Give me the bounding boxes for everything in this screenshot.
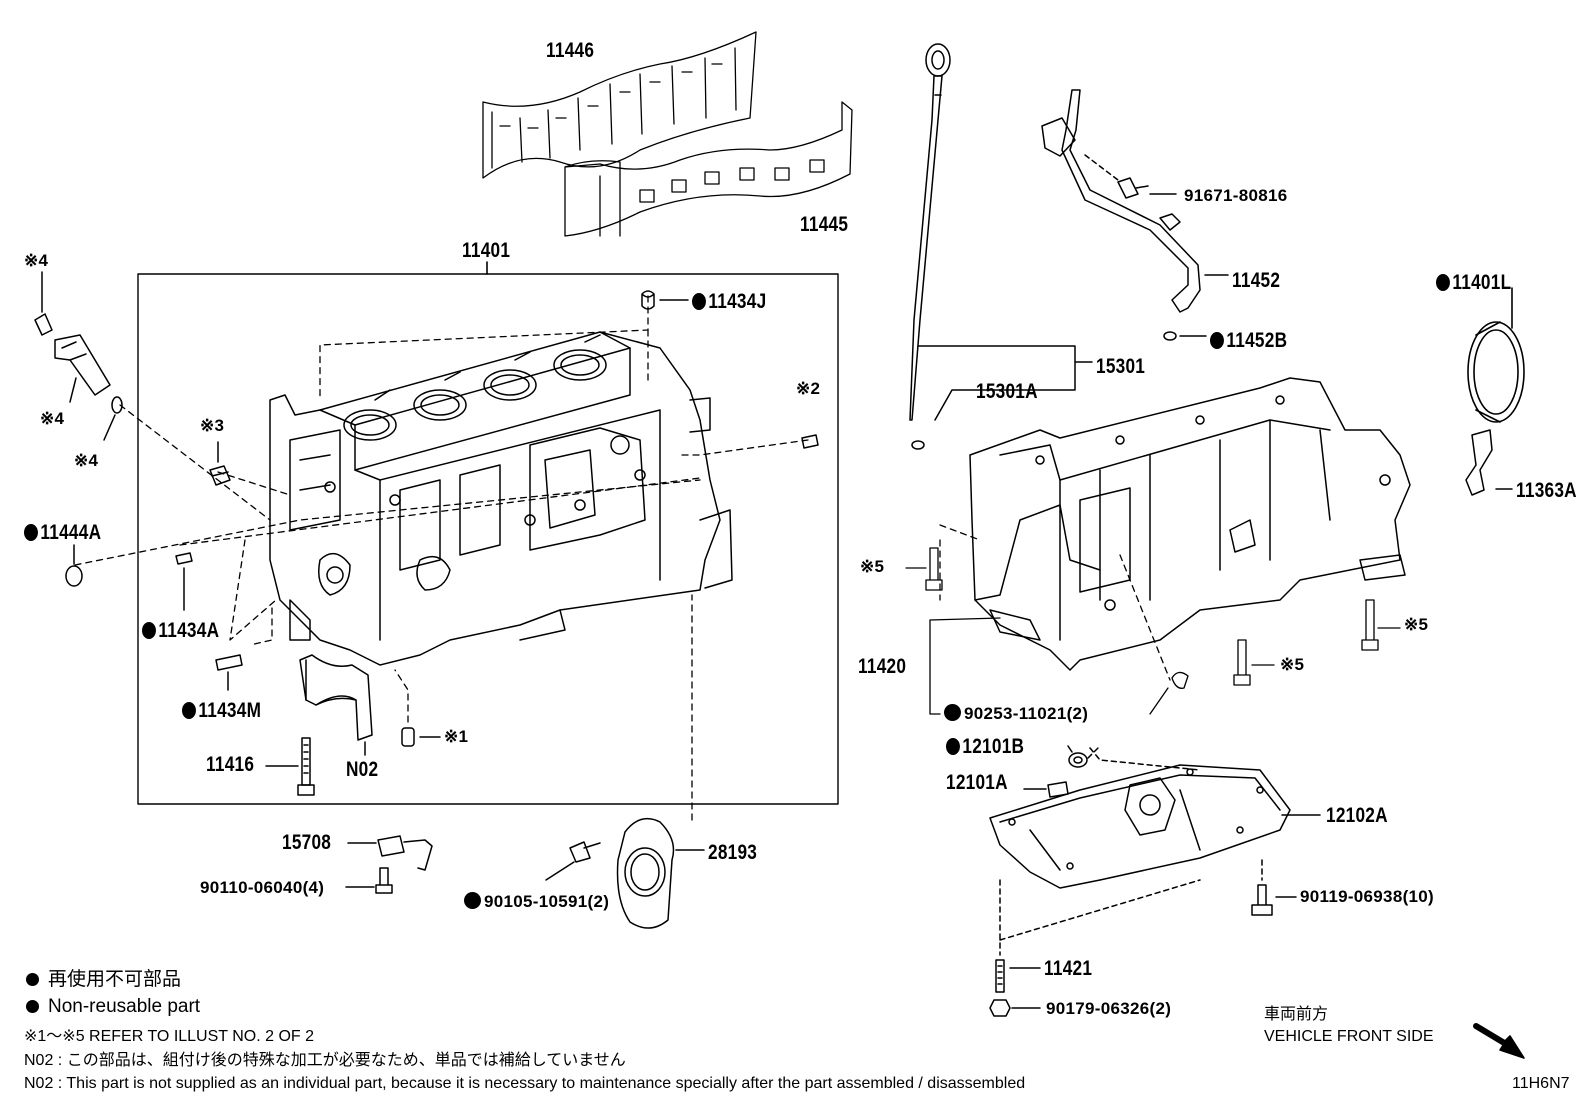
insulator-11446 xyxy=(482,31,757,179)
fastener-set xyxy=(34,271,819,929)
part-number: 11401L xyxy=(1452,271,1512,294)
crankcase-leaders xyxy=(905,524,1401,715)
non-reusable-icon xyxy=(944,704,961,721)
part-number: 11434A xyxy=(158,619,220,642)
non-reusable-icon xyxy=(464,892,481,909)
ref-mark-5-left: ※5 xyxy=(860,557,885,576)
oil-dipstick xyxy=(909,43,1093,450)
ref-mark-5-right: ※5 xyxy=(1404,615,1429,634)
non-reusable-icon xyxy=(142,622,156,639)
block-leaders xyxy=(74,295,809,821)
part-label-11452[interactable]: 11452 xyxy=(1232,269,1281,292)
part-label-11434M[interactable]: 11434M xyxy=(182,700,261,722)
non-reusable-icon xyxy=(24,524,38,541)
non-reusable-icon xyxy=(692,293,706,310)
part-label-N02[interactable]: N02 xyxy=(346,758,379,781)
non-reusable-icon xyxy=(1210,332,1224,349)
part-label-11416[interactable]: 11416 xyxy=(206,753,255,776)
legend-n02-en: N02 : This part is not supplied as an in… xyxy=(24,1075,1026,1092)
part-number: 11444A xyxy=(40,521,102,544)
non-reusable-icon xyxy=(26,973,39,986)
legend-nonreusable-jp: 再使用不可部品 xyxy=(26,969,182,990)
part-label-11420[interactable]: 11420 xyxy=(858,655,907,678)
part-number: 90253-11021(2) xyxy=(964,704,1089,723)
legend-n02-jp: N02 : この部品は、組付け後の特殊な加工が必要なため、単品では補給していませ… xyxy=(24,1052,626,1069)
ref-mark-4-bottom: ※4 xyxy=(74,451,99,470)
part-label-90105-10591[interactable]: 90105-10591(2) xyxy=(464,892,609,911)
ref-mark-2: ※2 xyxy=(796,379,821,398)
part-number: 90105-10591(2) xyxy=(484,892,610,911)
legend-refer-note: ※1～※5 REFER TO ILLUST NO. 2 OF 2 xyxy=(24,1028,315,1045)
rear-oil-seal xyxy=(1467,287,1525,423)
part-number: 11434J xyxy=(708,290,767,313)
oil-pan xyxy=(989,745,1321,1017)
non-reusable-icon xyxy=(1436,274,1450,291)
part-label-12101A[interactable]: 12101A xyxy=(946,771,1008,794)
crank-position-plate xyxy=(1465,429,1513,496)
part-label-15301[interactable]: 15301 xyxy=(1096,355,1146,378)
block-group-frame xyxy=(137,273,839,805)
part-label-15708[interactable]: 15708 xyxy=(282,831,332,854)
ref-mark-5-mid: ※5 xyxy=(1280,655,1305,674)
legend-nonreusable-en: Non-reusable part xyxy=(26,996,201,1017)
cylinder-block xyxy=(269,331,733,666)
ref-mark-1: ※1 xyxy=(444,727,469,746)
non-reusable-icon xyxy=(946,738,960,755)
part-label-15301A[interactable]: 15301A xyxy=(976,380,1038,403)
part-label-11452B[interactable]: 11452B xyxy=(1210,330,1287,352)
part-label-11421[interactable]: 11421 xyxy=(1044,957,1093,980)
ref-mark-4-mid: ※4 xyxy=(40,409,65,428)
part-number: 12101B xyxy=(962,735,1025,758)
legend-text: Non-reusable part xyxy=(48,996,201,1017)
oil-guide-tube xyxy=(1041,89,1229,341)
part-label-12101B[interactable]: 12101B xyxy=(946,736,1024,758)
front-side-label-jp: 車両前方 xyxy=(1264,1006,1329,1023)
part-label-90110-06040[interactable]: 90110-06040(4) xyxy=(200,878,325,897)
part-label-11446[interactable]: 11446 xyxy=(546,39,595,62)
part-label-90253-11021[interactable]: 90253-11021(2) xyxy=(944,704,1088,723)
part-number: 11434M xyxy=(198,699,262,722)
part-number: 11452B xyxy=(1226,329,1288,352)
ref-mark-3: ※3 xyxy=(200,416,225,435)
legend-text: 再使用不可部品 xyxy=(48,969,182,990)
part-label-11434A[interactable]: 11434A xyxy=(142,620,219,642)
stiffening-crankcase xyxy=(969,377,1411,671)
part-label-11401[interactable]: 11401 xyxy=(462,239,511,262)
non-reusable-icon xyxy=(182,702,196,719)
non-reusable-icon xyxy=(26,1000,39,1013)
front-side-label-en: VEHICLE FRONT SIDE xyxy=(1264,1028,1434,1045)
part-label-90119-06938[interactable]: 90119-06938(10) xyxy=(1300,887,1435,906)
part-label-11434J[interactable]: 11434J xyxy=(692,291,766,313)
part-label-11363A[interactable]: 11363A xyxy=(1516,479,1577,502)
part-label-11444A[interactable]: 11444A xyxy=(24,522,101,544)
part-label-11445[interactable]: 11445 xyxy=(800,213,849,236)
ref-mark-4-top: ※4 xyxy=(24,251,49,270)
insulator-11445 xyxy=(564,101,853,237)
part-label-90179-06326[interactable]: 90179-06326(2) xyxy=(1046,999,1172,1018)
illustration-code: 11H6N7 xyxy=(1512,1075,1570,1092)
part-label-28193[interactable]: 28193 xyxy=(708,841,758,864)
part-label-91671-80816[interactable]: 91671-80816 xyxy=(1184,186,1288,205)
part-label-11401L[interactable]: 11401L xyxy=(1436,272,1511,294)
part-label-12102A[interactable]: 12102A xyxy=(1326,804,1388,827)
